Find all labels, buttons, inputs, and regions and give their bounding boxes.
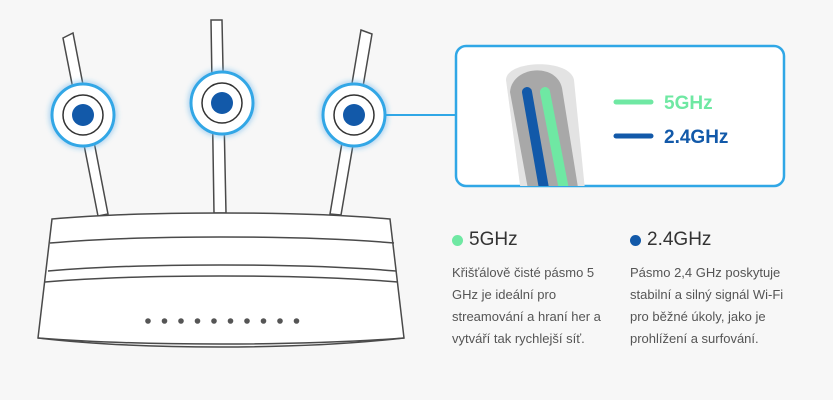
callout-5ghz-label: 5GHz: [664, 93, 713, 114]
router-body: [37, 212, 405, 348]
legend-24ghz-title: 2.4GHz: [647, 229, 712, 250]
legend-5ghz-description: Křišťálově čisté pásmo 5 GHz je ideální …: [452, 265, 601, 346]
legend-24ghz-description: Pásmo 2,4 GHz poskytuje stabilní a silný…: [630, 265, 784, 346]
legend-5ghz-title: 5GHz: [469, 229, 518, 250]
led-dot: [244, 318, 250, 324]
legend-24ghz-header: 2.4GHz: [630, 226, 800, 254]
green-dot-icon: [452, 234, 463, 246]
led-dot: [145, 318, 151, 324]
led-dot: [161, 318, 168, 324]
legend-24ghz: 2.4GHz Pásmo 2,4 GHz poskytuje stabilní …: [630, 226, 800, 350]
legend-5ghz: 5GHz Křišťálově čisté pásmo 5 GHz je ide…: [452, 226, 622, 350]
led-dot: [211, 318, 217, 324]
callout-24ghz-label: 2.4GHz: [664, 127, 728, 148]
callout-box: 5GHz 2.4GHz: [454, 44, 786, 188]
blue-dot-icon: [630, 234, 641, 246]
wire-5ghz: [540, 87, 571, 186]
signal-ring-middle: [189, 70, 255, 136]
signal-ring-right: [321, 82, 387, 148]
led-dot: [178, 318, 184, 324]
led-indicators: [145, 318, 300, 324]
led-dot: [293, 318, 300, 324]
led-dot: [260, 318, 267, 324]
legend-5ghz-header: 5GHz: [452, 226, 622, 254]
signal-ring-left: [50, 82, 116, 148]
wire-24ghz: [522, 87, 551, 186]
led-dot: [227, 318, 234, 324]
led-dot: [194, 318, 201, 324]
led-dot: [277, 318, 283, 324]
